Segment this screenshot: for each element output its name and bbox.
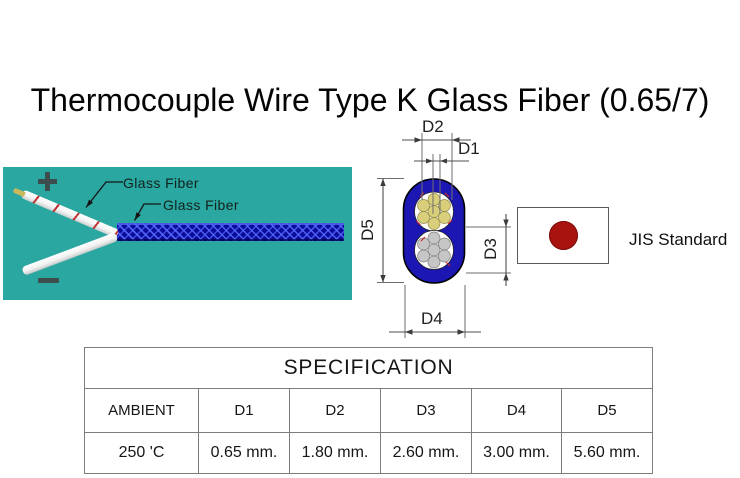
specification-table: SPECIFICATION AMBIENT D1 D2 D3 D4 D5 250…: [83, 347, 654, 474]
dim-label-d2: D2: [422, 117, 444, 136]
dim-label-d5: D5: [357, 219, 377, 241]
cell-ambient: 250 'C: [84, 432, 199, 474]
jis-standard-label: JIS Standard: [629, 230, 728, 249]
col-header-d3: D3: [380, 388, 472, 433]
leader-arrow-icon: [134, 212, 141, 221]
dim-label-d3: D3: [480, 238, 500, 260]
cross-section-diagram: [377, 133, 511, 338]
extension-lines: [377, 133, 511, 338]
cell-d5: 5.60 mm.: [560, 432, 654, 474]
col-header-d5: D5: [560, 388, 654, 433]
cell-d1: 0.65 mm.: [198, 432, 290, 474]
braided-cable-graphic: [117, 223, 344, 241]
leader-arrow-icon: [86, 199, 93, 208]
col-header-d4: D4: [471, 388, 562, 433]
plus-polarity-icon: [38, 172, 57, 191]
conductor-bundle-bottom: [414, 230, 454, 270]
cell-d4: 3.00 mm.: [471, 432, 562, 474]
glass-fiber-label-bottom: Glass Fiber: [163, 197, 239, 213]
japan-flag-icon: [517, 207, 609, 264]
cell-d2: 1.80 mm.: [289, 432, 381, 474]
col-header-d2: D2: [289, 388, 381, 433]
page-title: Thermocouple Wire Type K Glass Fiber (0.…: [30, 82, 710, 118]
hatch-ticks: [416, 192, 453, 267]
col-header-d1: D1: [198, 388, 290, 433]
table-title: SPECIFICATION: [83, 347, 654, 389]
dim-label-d4: D4: [421, 309, 443, 328]
minus-polarity-icon: [38, 278, 59, 283]
table-value-row: 250 'C 0.65 mm. 1.80 mm. 2.60 mm. 3.00 m…: [84, 432, 654, 474]
dimension-arrows: [380, 137, 509, 335]
leader-lines: [85, 181, 161, 221]
table-header-row: AMBIENT D1 D2 D3 D4 D5: [84, 388, 654, 433]
col-header-ambient: AMBIENT: [84, 388, 199, 433]
flag-sun-icon: [549, 221, 578, 250]
glass-fiber-label-top: Glass Fiber: [123, 175, 199, 191]
wire-photo-panel: Glass Fiber Glass Fiber: [3, 167, 352, 300]
dim-label-d1: D1: [458, 139, 480, 158]
cell-d3: 2.60 mm.: [380, 432, 472, 474]
conductor-bundle-top: [414, 191, 454, 232]
